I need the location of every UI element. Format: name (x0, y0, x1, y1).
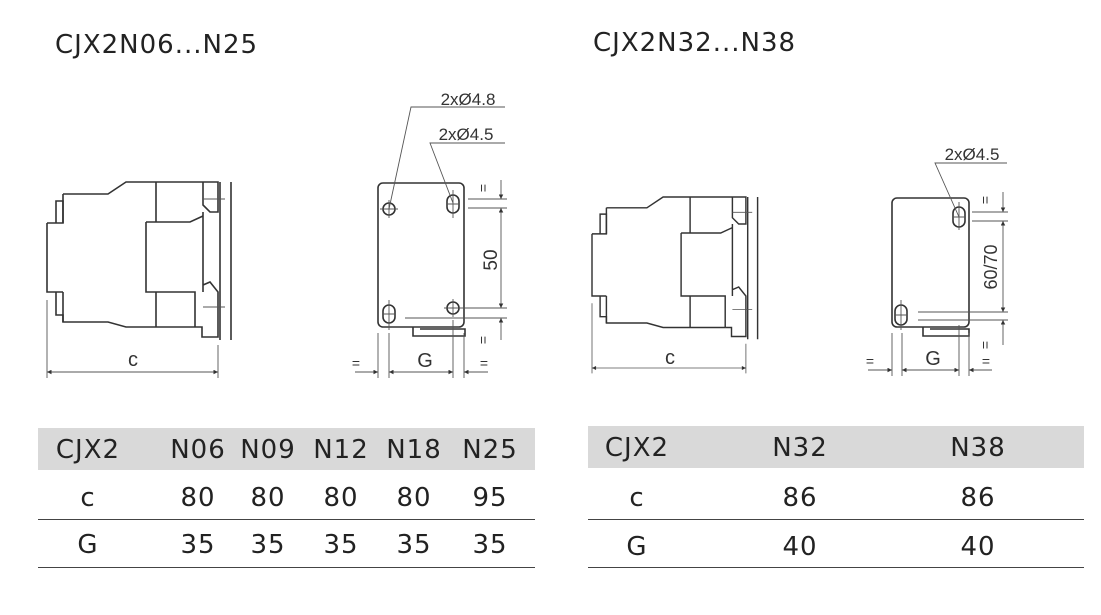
header-cell: N18 (386, 435, 442, 465)
divider (588, 519, 1084, 520)
header-cell: N06 (170, 435, 226, 465)
row-label: G (626, 532, 648, 562)
left-eq-label: = (352, 355, 360, 371)
table-cell: 35 (396, 530, 432, 560)
table-cell: 80 (323, 483, 359, 513)
left-title: CJX2N06...N25 (55, 30, 259, 60)
header-cell: CJX2 (604, 433, 670, 463)
header-cell: N09 (240, 435, 296, 465)
table-cell: 35 (180, 530, 216, 560)
divider (38, 519, 535, 520)
left-side-view (47, 182, 231, 378)
row-label: c (629, 483, 645, 513)
table-cell: 86 (782, 483, 818, 513)
table-cell: 35 (250, 530, 286, 560)
header-cell: CJX2 (55, 435, 121, 465)
right-eq-label-2: = (982, 353, 990, 369)
right-hole-label: 2xØ4.5 (945, 145, 1000, 164)
left-eq-label-2: = (480, 355, 488, 371)
table-header (588, 426, 1084, 468)
left-height-label: 50 (481, 249, 502, 270)
table-cell: 40 (782, 532, 818, 562)
left-dimension-table: CJX2 N06 N09 N12 N18 N25 c 80 80 80 80 9… (38, 428, 535, 570)
right-dimension-table: CJX2 N32 N38 c 86 86 G 40 40 (588, 426, 1084, 570)
table-cell: 80 (396, 483, 432, 513)
right-eq-label-3: = (977, 196, 993, 204)
divider (38, 567, 535, 568)
right-eq-label-4: = (977, 341, 993, 349)
header-cell: N38 (950, 433, 1006, 463)
table-cell: 80 (250, 483, 286, 513)
header-cell: N25 (462, 435, 518, 465)
table-cell: 35 (472, 530, 508, 560)
divider (588, 567, 1084, 568)
right-height-label: 60/70 (981, 244, 1001, 289)
right-eq-label: = (866, 353, 874, 369)
right-c-label: c (665, 347, 675, 369)
table-cell: 35 (323, 530, 359, 560)
left-front-view (355, 106, 507, 378)
left-hole2-label: 2xØ4.5 (439, 125, 494, 144)
table-cell: 86 (960, 483, 996, 513)
left-c-label: c (128, 349, 138, 371)
table-cell: 40 (960, 532, 996, 562)
row-label: G (77, 530, 99, 560)
row-label: c (80, 483, 96, 513)
left-eq-label-4: = (475, 336, 491, 344)
table-header (38, 428, 535, 470)
left-hole1-label: 2xØ4.8 (441, 90, 496, 109)
right-g-label: G (925, 348, 941, 370)
left-g-label: G (417, 350, 433, 372)
right-title: CJX2N32...N38 (593, 28, 797, 58)
table-cell: 95 (472, 483, 508, 513)
header-cell: N32 (772, 433, 828, 463)
header-cell: N12 (313, 435, 369, 465)
right-front-view (868, 162, 1008, 376)
table-cell: 80 (180, 483, 216, 513)
left-eq-label-3: = (475, 184, 491, 192)
